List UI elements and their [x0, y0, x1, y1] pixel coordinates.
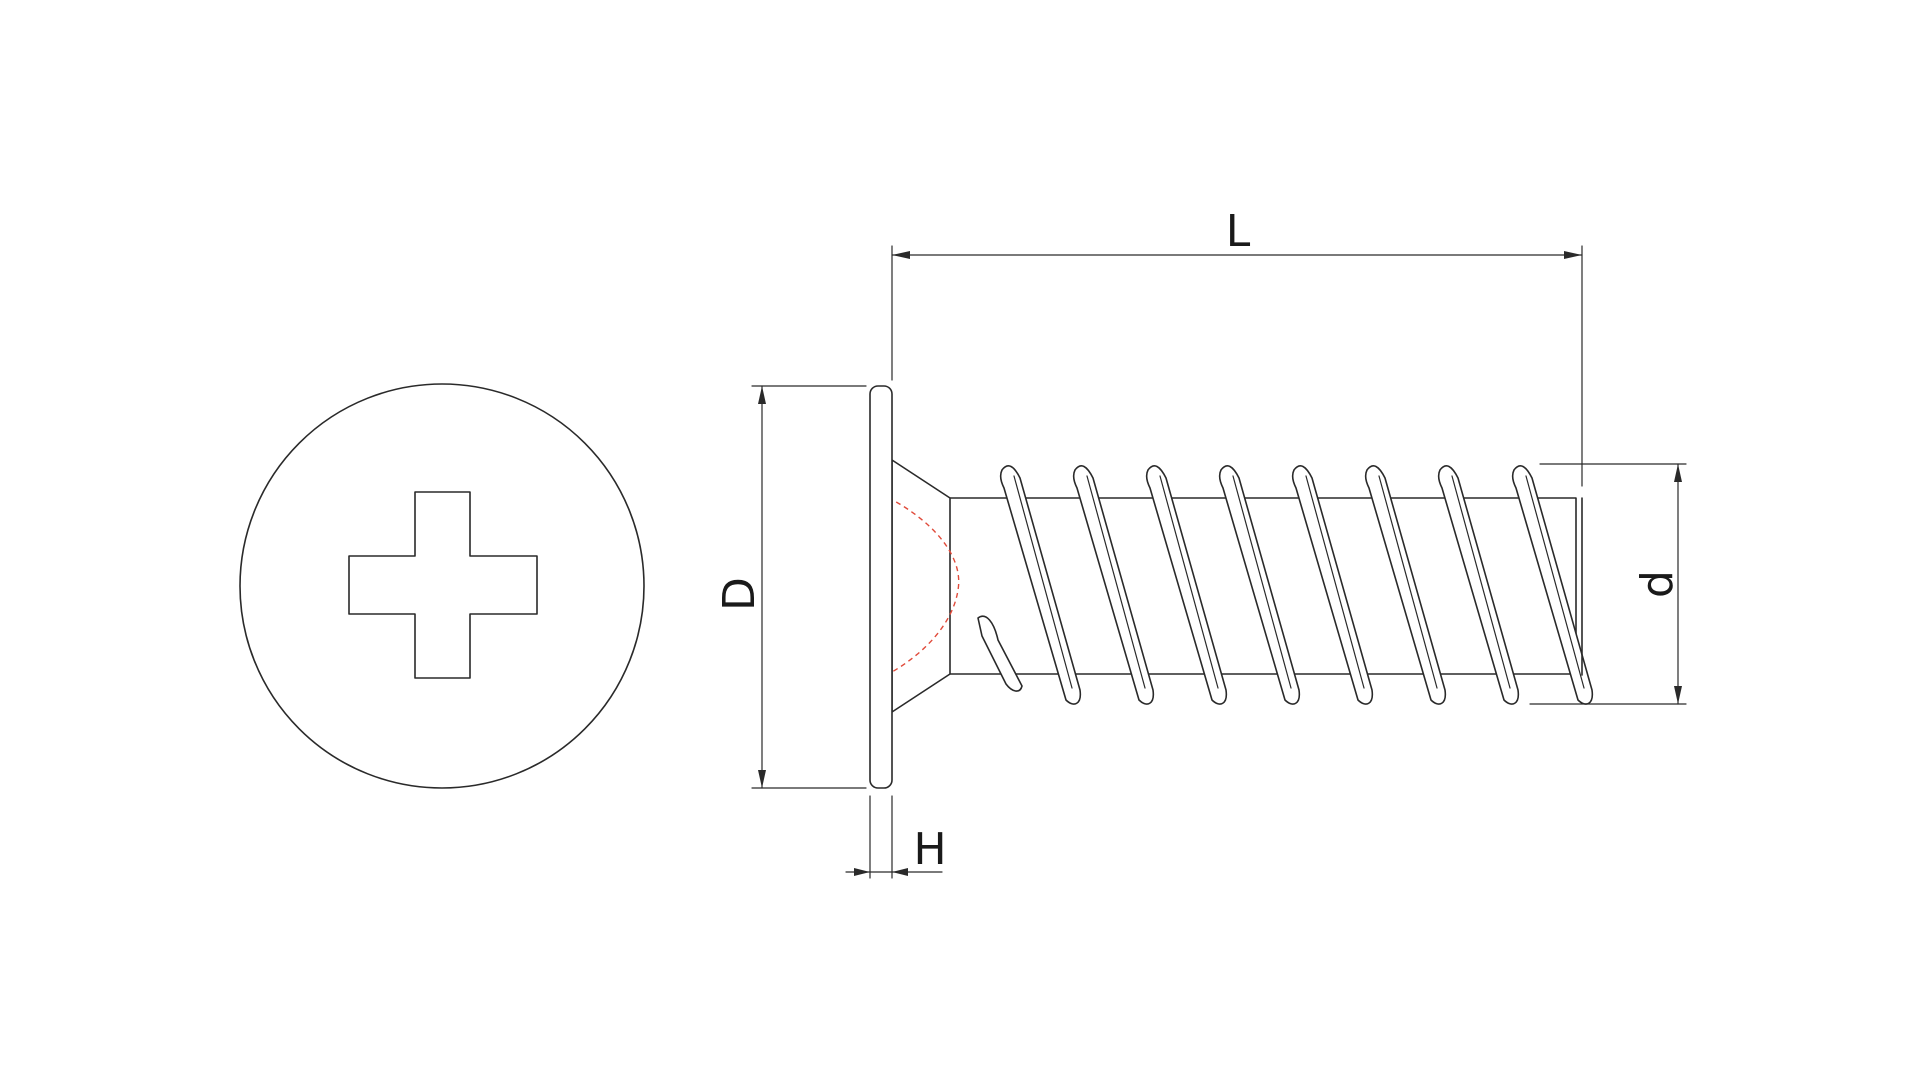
dimension-label-L: L [1226, 206, 1251, 257]
hidden-recess-line [871, 489, 960, 683]
thread-flank-line [1305, 475, 1365, 689]
screw-side-view [869, 385, 1594, 789]
dimension-head-diameter: D [714, 385, 867, 789]
dimension-length: L [891, 206, 1583, 487]
countersunk-cone [891, 459, 951, 713]
thread-flank-line [1232, 475, 1292, 689]
arrowhead-d-top [1674, 464, 1682, 482]
thread-crests [977, 465, 1594, 705]
dimension-thread-diameter: d [1529, 463, 1687, 705]
thread-flank-line [1525, 475, 1585, 689]
dimension-label-H: H [913, 824, 946, 875]
arrowhead-D-top [758, 386, 766, 404]
arrowhead-L-left [892, 251, 910, 259]
arrowhead-D-bottom [758, 770, 766, 788]
dimension-label-D: D [714, 577, 765, 611]
arrowhead-L-right [1564, 251, 1582, 259]
head-flange [869, 385, 893, 789]
phillips-cross-recess [348, 491, 538, 679]
thread-flank-line [1451, 475, 1511, 689]
thread-flank-line [1378, 475, 1438, 689]
dimension-head-height: H [845, 795, 947, 879]
thread-start [977, 615, 1023, 692]
arrowhead-H-left [854, 868, 870, 876]
head-top-view [239, 383, 645, 789]
arrowhead-H-right [892, 868, 908, 876]
thread-flank-line [1013, 475, 1073, 689]
head-circle [239, 383, 645, 789]
dimension-label-d: d [1632, 570, 1683, 598]
thread-flank-line [1086, 475, 1146, 689]
arrowhead-d-bottom [1674, 686, 1682, 704]
thread-flank-line [1159, 475, 1219, 689]
